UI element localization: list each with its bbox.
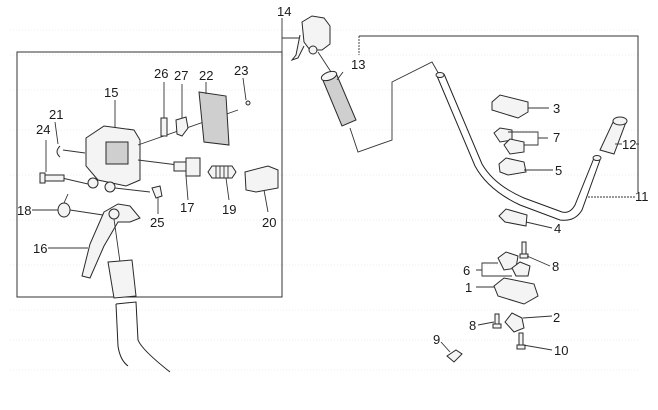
label-part-14: 14 bbox=[277, 4, 292, 19]
part-24-bolt bbox=[39, 172, 65, 184]
part-14-throttle-housing bbox=[290, 15, 331, 62]
label-part-3: 3 bbox=[553, 101, 561, 116]
label-part-4: 4 bbox=[554, 221, 562, 236]
label-part-24: 24 bbox=[36, 122, 51, 137]
part-25-nut bbox=[151, 185, 163, 199]
part-11-handlebar bbox=[435, 72, 602, 221]
label-part-20: 20 bbox=[262, 215, 277, 230]
leader-8-upper bbox=[526, 255, 551, 267]
leader-10 bbox=[522, 344, 553, 351]
label-part-22: 22 bbox=[199, 68, 214, 83]
part-3 bbox=[491, 94, 529, 119]
label-part-8-upper: 8 bbox=[552, 259, 560, 274]
part-2 bbox=[504, 312, 525, 333]
label-part-10: 10 bbox=[554, 343, 569, 358]
label-part-21: 21 bbox=[49, 107, 64, 122]
axis-15-25 bbox=[114, 187, 151, 193]
label-part-5: 5 bbox=[555, 163, 563, 178]
label-part-15: 15 bbox=[104, 85, 119, 100]
part-12-left-grip bbox=[320, 70, 357, 127]
detail-frame bbox=[16, 51, 283, 298]
part-6 bbox=[497, 251, 531, 277]
part-26 bbox=[160, 117, 168, 137]
part-5 bbox=[498, 157, 527, 176]
leader-21 bbox=[54, 121, 59, 145]
part-15-master-cylinder bbox=[85, 125, 141, 193]
label-part-7: 7 bbox=[553, 130, 561, 145]
label-part-1: 1 bbox=[465, 280, 473, 295]
axis-grip-bar bbox=[349, 61, 441, 153]
part-13-right-grip bbox=[599, 116, 628, 155]
leader-2 bbox=[522, 315, 553, 319]
part-23-screw bbox=[245, 100, 251, 106]
part-17-piston bbox=[173, 157, 201, 177]
leader-4 bbox=[525, 221, 553, 229]
label-part-6: 6 bbox=[463, 263, 471, 278]
part-8-upper-bolt bbox=[519, 241, 529, 259]
part-7 bbox=[493, 127, 525, 155]
leader-17 bbox=[185, 175, 189, 201]
leader-20 bbox=[263, 189, 269, 213]
label-part-27: 27 bbox=[174, 68, 189, 83]
part-8-lower-bolt bbox=[492, 313, 502, 329]
leader-6 bbox=[476, 262, 512, 277]
label-part-12: 13 bbox=[351, 57, 366, 72]
axis-18-16 bbox=[69, 209, 104, 216]
label-part-18: 18 bbox=[17, 203, 32, 218]
label-part-2: 2 bbox=[553, 310, 561, 325]
leader-18-tick bbox=[63, 193, 69, 204]
label-part-25: 25 bbox=[150, 215, 165, 230]
part-27 bbox=[175, 116, 189, 137]
bracket-11 bbox=[359, 35, 639, 192]
part-10-bolt bbox=[516, 332, 526, 350]
label-part-19: 19 bbox=[222, 202, 237, 217]
part-21-clip bbox=[56, 145, 61, 158]
axis-21 bbox=[62, 149, 86, 154]
label-part-17: 17 bbox=[180, 200, 195, 215]
part-20-boot bbox=[244, 165, 279, 193]
label-part-8-lower: 8 bbox=[469, 318, 477, 333]
leader-12 bbox=[336, 71, 344, 81]
leader-14 bbox=[281, 18, 300, 52]
part-9 bbox=[446, 349, 463, 363]
part-1 bbox=[493, 277, 539, 305]
label-part-13: 12 bbox=[622, 137, 637, 152]
leader-23 bbox=[242, 77, 247, 101]
leader-7 bbox=[508, 131, 548, 146]
part-16-brake-lever bbox=[81, 203, 141, 279]
part-4 bbox=[498, 208, 528, 227]
part-22-cover bbox=[198, 91, 230, 146]
axis-16-bar bbox=[113, 218, 121, 263]
label-part-26: 26 bbox=[154, 66, 169, 81]
label-part-9: 9 bbox=[433, 332, 441, 347]
part-18-cap bbox=[57, 202, 71, 218]
axis-15-17 bbox=[137, 159, 179, 166]
label-part-16: 16 bbox=[33, 241, 48, 256]
leader-9 bbox=[440, 341, 451, 353]
label-part-11: 11 bbox=[635, 189, 649, 204]
leader-8-lower bbox=[477, 321, 495, 326]
leader-19 bbox=[225, 177, 230, 201]
axis-24 bbox=[61, 177, 89, 185]
left-handlebar-end bbox=[107, 259, 171, 373]
label-part-23: 23 bbox=[234, 63, 249, 78]
part-19-spring bbox=[207, 165, 237, 179]
